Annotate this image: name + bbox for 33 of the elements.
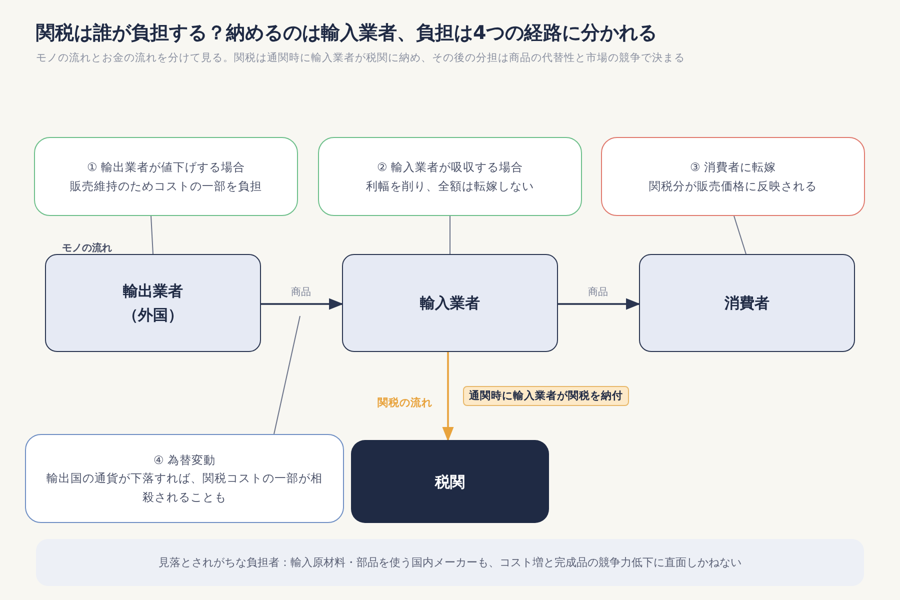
node-text: 消費者 — [724, 293, 770, 314]
note-box — [25, 434, 344, 523]
subtitle: モノの流れとお金の流れを分けて見る。関税は通関時に輸入業者が税関に納め、その後の分担は商品の代替性と市場の競争で決まる — [36, 51, 685, 65]
node-text: 輸出業者 — [123, 281, 183, 302]
note-box — [601, 137, 865, 216]
edge-label: 関税の流れ — [378, 396, 432, 410]
leader-line — [150, 216, 154, 254]
actor-box — [45, 254, 261, 352]
node-text: 関税分が販売価格に反映される — [649, 178, 817, 194]
actor-box — [342, 254, 558, 352]
node-text: ② 輸入業者が吸収する場合 — [377, 159, 523, 176]
edge-label: 商品 — [291, 286, 311, 299]
edge-label: 商品 — [588, 286, 608, 299]
leader-line — [734, 216, 746, 254]
node-text: 販売維持のためコストの一部を負担 — [70, 178, 262, 194]
actor-box — [639, 254, 855, 352]
node-text: 輸出国の通貨が下落すれば、関税コストの一部が相殺されることも — [46, 470, 323, 506]
note-box — [34, 137, 298, 216]
flow-label: モノの流れ — [62, 241, 112, 255]
node-text: （外国） — [123, 305, 183, 326]
leader-line — [274, 316, 300, 434]
node-text: 輸入業者 — [420, 293, 480, 314]
title: 関税は誰が負担する？納めるのは輸入業者、負担は4つの経路に分かれる — [36, 21, 658, 46]
note-badge: 通関時に輸入業者が関税を納付 — [463, 386, 629, 406]
node-text: 利幅を削り、全額は転嫁しない — [366, 178, 534, 194]
node-text: 税関 — [435, 472, 465, 492]
node-text: ④ 為替変動 — [154, 452, 216, 469]
note-box — [318, 137, 582, 216]
node-text: ③ 消費者に転嫁 — [690, 159, 776, 176]
node-text: 見落とされがちな負担者：輸入原材料・部品を使う国内メーカーも、コスト増と完成品の競争力低下に直面しかねない — [158, 554, 742, 571]
arrow — [442, 352, 454, 442]
node-text: ① 輸出業者が値下げする場合 — [87, 159, 245, 176]
agency-box — [351, 440, 549, 523]
